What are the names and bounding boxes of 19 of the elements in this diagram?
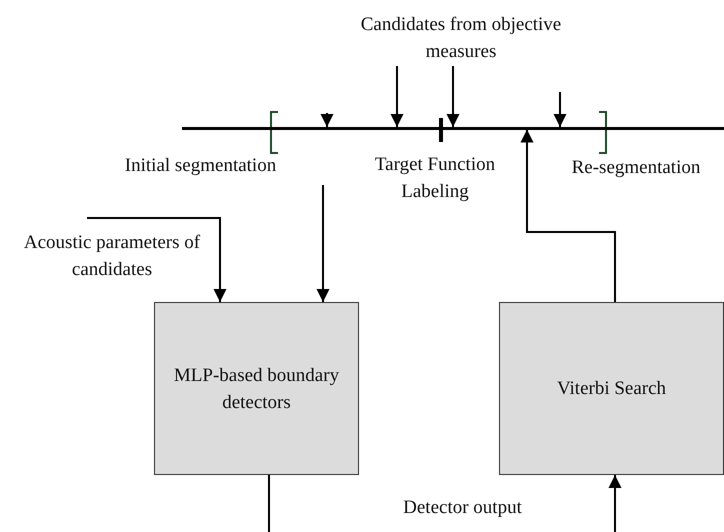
process-box [499, 302, 724, 475]
arrow [446, 66, 460, 127]
arrow [554, 92, 566, 127]
box-label: MLP-based boundary detectors [172, 364, 340, 414]
process-box [154, 302, 359, 475]
text-label: Target Function Labeling [374, 153, 496, 204]
text-label: Re-segmentation [570, 156, 702, 180]
text-label: Initial segmentation [124, 154, 278, 178]
arrow [520, 130, 616, 302]
arrow [268, 475, 622, 532]
box-label: Viterbi Search [556, 377, 666, 401]
edge-label: Detector output [402, 496, 523, 520]
text-label: Acoustic parameters of candidates [22, 231, 202, 282]
box-label: Candidates from objective measures [360, 13, 562, 64]
arrow [390, 66, 404, 127]
arrow [320, 113, 334, 127]
arrow [87, 217, 226, 302]
arrow [316, 185, 330, 302]
timeline-axis [182, 127, 724, 130]
